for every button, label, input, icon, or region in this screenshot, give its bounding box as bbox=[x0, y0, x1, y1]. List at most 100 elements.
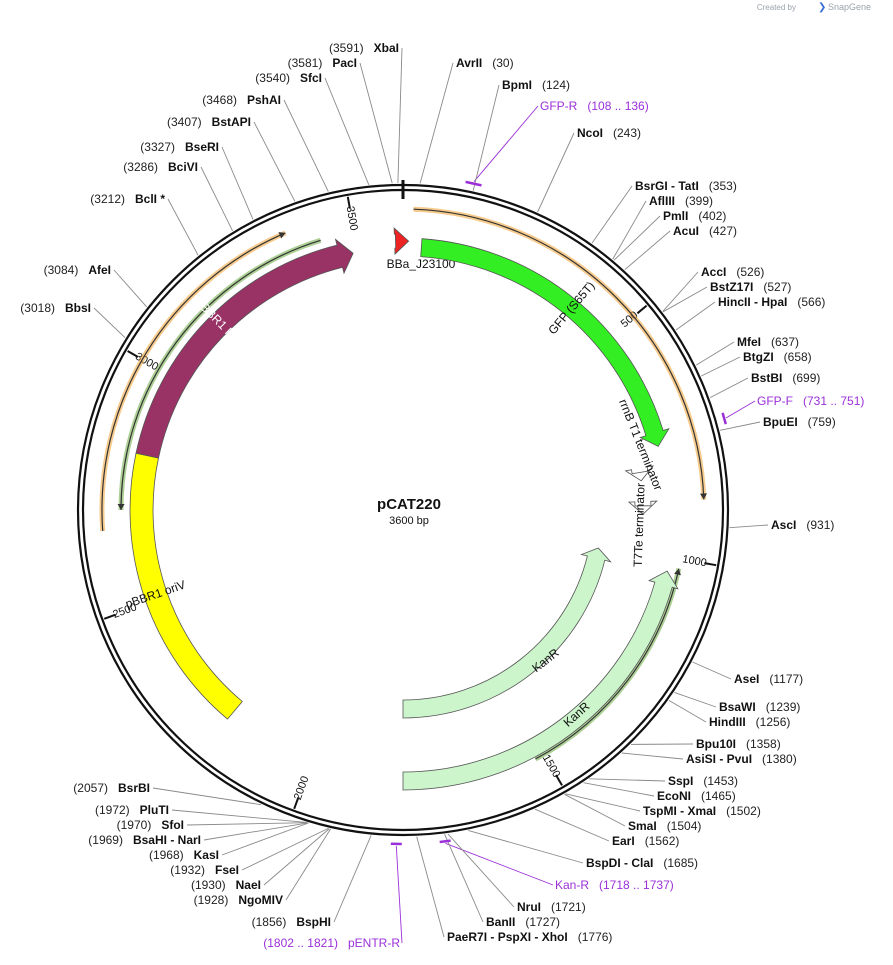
feature-t7te-terminator bbox=[627, 500, 658, 515]
site-position: (399) bbox=[685, 194, 713, 208]
site-position: (1465) bbox=[701, 789, 736, 803]
site-label-acci: AccI(526) bbox=[701, 265, 764, 279]
enzyme-name: BtgZI bbox=[743, 350, 774, 364]
enzyme-name: - NarI bbox=[167, 833, 201, 847]
site-leader-line bbox=[675, 301, 716, 331]
enzyme-name: PaeR7I bbox=[447, 930, 487, 944]
site-label-banii: BanII(1727) bbox=[486, 915, 560, 929]
orf-arc bbox=[535, 568, 680, 760]
site-position: (3407) bbox=[167, 115, 202, 129]
enzyme-name: Bpu10I bbox=[696, 737, 736, 751]
site-leader-line bbox=[709, 377, 749, 398]
enzyme-name: SmaI bbox=[628, 819, 657, 833]
site-label-nrui: NruI (1721) bbox=[517, 900, 586, 914]
site-position: (1972) bbox=[95, 803, 130, 817]
site-leader-line bbox=[612, 200, 647, 260]
site-position: (124) bbox=[542, 78, 570, 92]
site-position: (526) bbox=[736, 265, 764, 279]
site-leader-line bbox=[701, 356, 741, 377]
site-position: (1562) bbox=[645, 834, 680, 848]
site-leader-line bbox=[200, 166, 234, 232]
site-position: (1685) bbox=[663, 856, 698, 870]
enzyme-name: BsaHI bbox=[133, 833, 167, 847]
site-label-bsrgi: BsrGI - TatI(353) bbox=[635, 179, 737, 193]
primer-label-kan-r: Kan-R(1718 .. 1737) bbox=[555, 878, 674, 892]
bp-tick-label: 2000 bbox=[292, 775, 312, 802]
enzyme-name: BsrBI bbox=[118, 781, 150, 795]
primer-leader-line bbox=[445, 842, 554, 886]
enzyme-name: BspHI bbox=[296, 915, 331, 929]
site-position: (1930) bbox=[191, 878, 226, 892]
enzyme-name: AsiSI bbox=[686, 752, 716, 766]
enzyme-name: NcoI bbox=[577, 126, 603, 140]
enzyme-name: AflIII bbox=[649, 194, 675, 208]
primer-label-gfp-r: GFP-R(108 .. 136) bbox=[540, 99, 649, 113]
orf-arc bbox=[413, 208, 705, 500]
site-label-asei: AseI(1177) bbox=[734, 672, 803, 686]
site-leader-line bbox=[692, 661, 732, 680]
site-label-bsrbi: (2057)BsrBI bbox=[73, 781, 150, 795]
enzyme-name: PluTI bbox=[140, 803, 169, 817]
site-position: (1928) bbox=[194, 893, 229, 907]
bp-tick-mark bbox=[555, 774, 563, 786]
enzyme-name: AseI bbox=[734, 672, 759, 686]
site-position: (3084) bbox=[44, 263, 79, 277]
site-leader-line bbox=[624, 230, 671, 271]
orf-arc-halo bbox=[99, 230, 287, 532]
bp-tick-mark bbox=[103, 613, 116, 620]
feature-gfp-s65t bbox=[420, 238, 670, 447]
enzyme-name: MfeI bbox=[737, 335, 761, 349]
site-position: (527) bbox=[763, 280, 791, 294]
site-label-bcivi: (3286)BciVI bbox=[123, 160, 198, 174]
site-label-bseri: (3327)BseRI bbox=[140, 140, 219, 154]
feature-kanr bbox=[402, 570, 679, 791]
enzyme-name: SfoI bbox=[161, 818, 184, 832]
enzyme-name: BpmI bbox=[502, 78, 532, 92]
site-leader-line bbox=[468, 829, 584, 864]
enzyme-name: EcoNI bbox=[657, 789, 691, 803]
site-label-bstz17i: BstZ17I(527) bbox=[710, 280, 791, 294]
orf-arc-arrowhead bbox=[674, 568, 681, 576]
site-label-smai: SmaI (1504) bbox=[628, 819, 701, 833]
primers: GFP-R(108 .. 136)GFP-F(731 .. 751)Kan-R(… bbox=[263, 99, 864, 950]
site-position: (1856) bbox=[252, 915, 287, 929]
enzyme-name: BpuEI bbox=[763, 415, 798, 429]
credit-prefix: Created by bbox=[757, 3, 796, 12]
site-leader-line bbox=[583, 782, 655, 797]
enzyme-name: PmlI bbox=[663, 209, 688, 223]
label-leader-lines bbox=[93, 47, 769, 944]
site-leader-line bbox=[444, 834, 484, 923]
primer-leader-line bbox=[395, 845, 403, 944]
site-position: (1721) bbox=[551, 900, 586, 914]
site-label-hincii: HincII - HpaI(566) bbox=[718, 295, 825, 309]
enzyme-name: PshAI bbox=[247, 93, 281, 107]
bp-tick-mark bbox=[704, 562, 717, 567]
site-label-econi: EcoNI (1465) bbox=[657, 789, 736, 803]
site-leader-line bbox=[333, 835, 372, 923]
site-leader-line bbox=[472, 84, 500, 191]
enzyme-name: AvrII bbox=[456, 56, 482, 70]
primer-bar-gfp-f bbox=[721, 412, 728, 425]
site-leader-line bbox=[662, 286, 708, 313]
site-label-bpuei: BpuEI(759) bbox=[763, 415, 836, 429]
site-label-xbai: (3591)XbaI bbox=[329, 41, 399, 55]
site-leader-line bbox=[203, 822, 308, 841]
site-label-tspmi: TspMI - XmaI(1502) bbox=[643, 804, 761, 818]
primer-leader-line bbox=[473, 105, 539, 182]
site-position: (3018) bbox=[20, 301, 55, 315]
enzyme-name: BbsI bbox=[65, 301, 91, 315]
site-leader-line bbox=[324, 77, 370, 185]
site-label-bbsi: (3018) BbsI bbox=[20, 301, 91, 315]
site-label-btgzi: BtgZI(658) bbox=[743, 350, 812, 364]
primer-leader-line bbox=[725, 400, 756, 419]
site-label-sfci: (3540)SfcI bbox=[255, 71, 322, 85]
site-leader-line bbox=[285, 828, 331, 901]
plasmid-length: 3600 bp bbox=[389, 515, 429, 527]
site-position: (353) bbox=[709, 179, 737, 193]
enzyme-name: NruI bbox=[517, 900, 541, 914]
site-label-ncoi: NcoI(243) bbox=[577, 126, 641, 140]
enzyme-name: BsaWI bbox=[719, 700, 756, 714]
site-position: (1504) bbox=[667, 819, 702, 833]
primer-name: pENTR-R bbox=[348, 936, 400, 950]
site-leader-line bbox=[171, 809, 307, 823]
